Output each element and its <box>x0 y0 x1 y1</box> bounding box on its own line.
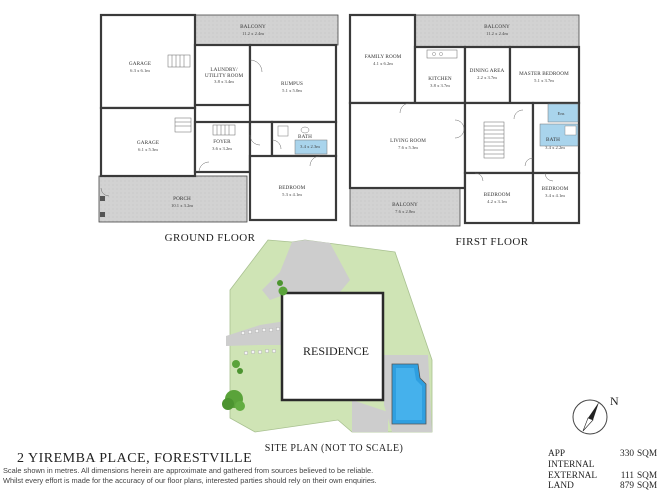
ff-bath-dims: 3.4 x 2.2m <box>545 145 565 150</box>
gf-balcony <box>167 14 339 46</box>
gf-balcony-name: BALCONY <box>240 24 266 30</box>
gf-bath-dims: 3.4 x 2.3m <box>300 144 320 149</box>
gf-porch <box>98 175 248 223</box>
disclaimer-line-1: Scale shown in metres. All dimensions he… <box>3 466 374 475</box>
site-residence <box>280 291 385 402</box>
gf-foyer-name: FOYER <box>213 139 231 145</box>
ff-balcony-bottom-dims: 7.6 x 2.8m <box>395 209 415 214</box>
gf-rumpus-name: RUMPUS <box>281 81 303 87</box>
compass-n-label: N <box>610 394 619 408</box>
area-row-external: EXTERNAL 111 SQM <box>548 471 657 482</box>
gf-bedroom <box>248 154 338 222</box>
property-address: 2 YIREMBA PLACE, FORESTVILLE <box>17 451 253 466</box>
area-unit: SQM <box>637 449 658 459</box>
ff-dining <box>463 45 512 105</box>
ff-balcony-bottom-name: BALCONY <box>392 202 418 208</box>
compass: N <box>572 394 619 435</box>
gf-bedroom-name: BEDROOM <box>279 185 306 191</box>
ff-balcony-top <box>414 14 580 48</box>
area-summary: APP INTERNAL 330 SQM EXTERNAL 111 SQM LA… <box>548 449 657 492</box>
ff-bedroom2-name: BEDROOM <box>542 186 569 192</box>
area-value: 879 <box>620 481 634 492</box>
gf-laundry-name: LAUNDRY/ <box>210 67 238 73</box>
area-row-internal: APP INTERNAL 330 SQM <box>548 449 657 471</box>
ff-bedroom1-name: BEDROOM <box>484 192 511 198</box>
site-driveway <box>262 240 350 300</box>
gf-laundry <box>193 43 252 107</box>
ff-living-dims: 7.6 x 5.3m <box>398 145 418 150</box>
compass-arrow-icon <box>588 402 599 420</box>
ff-bath-name: BATH <box>546 137 560 143</box>
ff-master-bedroom <box>508 45 581 105</box>
ff-master-dims: 5.1 x 3.7m <box>534 78 554 83</box>
gf-bath-name: BATH <box>298 134 312 140</box>
site-plan-title: SITE PLAN (NOT TO SCALE) <box>265 443 404 454</box>
area-unit: SQM <box>637 481 658 492</box>
gf-foyer-dims: 3.6 x 3.2m <box>212 146 232 151</box>
site-plan: RESIDENCE SITE PLAN (NOT TO SCALE) <box>222 239 433 454</box>
area-label: LAND <box>548 481 574 492</box>
first-floor-title: FIRST FLOOR <box>456 236 529 248</box>
ff-family-dims: 4.1 x 6.2m <box>373 61 393 66</box>
ff-bedroom2-dims: 3.4 x 4.1m <box>545 193 565 198</box>
gf-laundry-dims: 3.8 x 3.4m <box>214 79 234 84</box>
ff-bedroom-2 <box>531 171 581 225</box>
gf-balcony-dims: 11.2 x 2.4m <box>242 31 264 36</box>
gf-rumpus-dims: 5.1 x 5.0m <box>282 88 302 93</box>
gf-porch-dims: 10.1 x 3.2m <box>171 203 193 208</box>
ground-floor-title: GROUND FLOOR <box>165 232 256 244</box>
ground-floor-plan: BALCONY 11.2 x 2.4m GARAGE 6.3 x 6.1m LA… <box>98 13 339 244</box>
gf-garage2-dims: 6.1 x 5.3m <box>138 147 158 152</box>
area-label: APP INTERNAL <box>548 449 595 470</box>
ff-living-room <box>348 101 467 190</box>
disclaimer: Scale shown in metres. All dimensions he… <box>3 466 377 486</box>
ff-family-name: FAMILY ROOM <box>365 54 402 60</box>
ff-living-name: LIVING ROOM <box>390 138 426 144</box>
ff-balcony-top-name: BALCONY <box>484 24 510 30</box>
gf-laundry-name2: UTILITY ROOM <box>205 73 244 79</box>
ff-kitchen-name: KITCHEN <box>428 76 452 82</box>
site-trees <box>222 280 288 411</box>
area-label: EXTERNAL <box>548 470 598 481</box>
gf-garage1-name: GARAGE <box>129 61 151 67</box>
area-unit: SQM <box>637 470 658 481</box>
ff-dining-dims: 2.2 x 3.7m <box>477 75 497 80</box>
ff-ens-label: Ens <box>558 111 565 116</box>
ff-balcony-bottom <box>349 187 461 227</box>
gf-bedroom-dims: 5.3 x 4.1m <box>282 192 302 197</box>
ff-dining-name: DINING AREA <box>470 68 505 74</box>
ff-bedroom1-dims: 4.2 x 3.1m <box>487 199 507 204</box>
area-value: 111 <box>620 470 634 481</box>
ff-bedroom-1 <box>463 171 535 225</box>
gf-garage1-dims: 6.3 x 6.1m <box>130 68 150 73</box>
ff-balcony-top-dims: 11.2 x 2.4m <box>486 31 508 36</box>
gf-rumpus <box>248 43 338 124</box>
ff-kitchen-dims: 3.8 x 3.7m <box>430 83 450 88</box>
disclaimer-line-2: Whilst every effort is made for the accu… <box>3 476 377 485</box>
gf-foyer <box>193 120 252 174</box>
area-value: 330 <box>620 449 634 459</box>
gf-porch-name: PORCH <box>173 196 191 202</box>
ff-master-name: MASTER BEDROOM <box>519 71 569 77</box>
area-row-land: LAND 879 SQM <box>548 481 657 492</box>
residence-label: RESIDENCE <box>303 344 369 358</box>
gf-garage2-name: GARAGE <box>137 140 159 146</box>
first-floor-plan: Ens BALCONY 11.2 x 2.4m FAMILY ROOM 4.1 … <box>348 13 581 248</box>
